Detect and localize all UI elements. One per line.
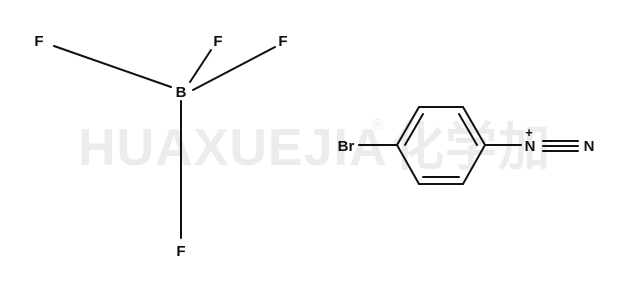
watermark-registered-mark: ® xyxy=(372,117,384,134)
watermark-chinese: 化学加 xyxy=(392,119,551,177)
tetrafluoroborate-molecule: B F F F F xyxy=(34,33,287,260)
atom-boron: B xyxy=(176,84,187,101)
bromobenzenediazonium-molecule: Br N + N xyxy=(338,106,595,185)
watermark: HUAXUEJIA ® 化学加 xyxy=(78,117,551,177)
atom-bromine: Br xyxy=(338,138,355,155)
bond-b-f3 xyxy=(192,46,276,91)
atom-nitrogen-2: N xyxy=(584,138,595,155)
atom-fluorine-3: F xyxy=(278,33,287,50)
ring-double-bond-1 xyxy=(404,113,424,146)
bond-b-f2 xyxy=(189,49,212,83)
atom-fluorine-1: F xyxy=(34,33,43,50)
bond-b-f1 xyxy=(53,45,172,88)
watermark-text: HUAXUEJIA xyxy=(78,119,388,177)
ring-double-bond-2 xyxy=(458,113,478,146)
atom-fluorine-4: F xyxy=(176,243,185,260)
atom-fluorine-2: F xyxy=(213,33,222,50)
atom-nitrogen-1: N xyxy=(525,138,536,155)
positive-charge: + xyxy=(525,125,533,140)
